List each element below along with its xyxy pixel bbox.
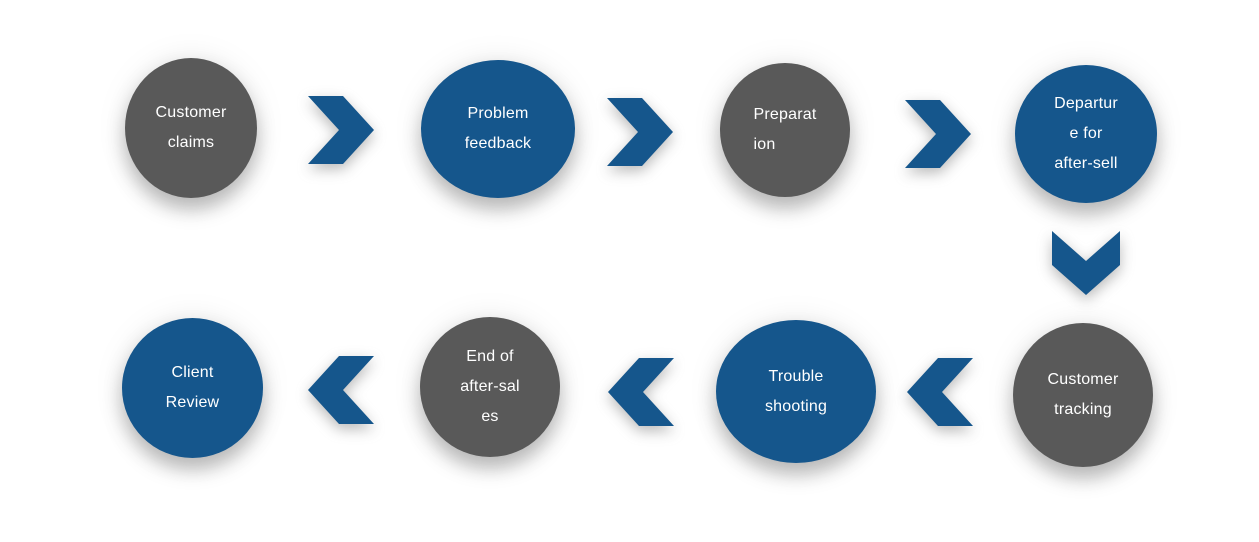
chevron-left-icon [907,358,973,426]
chevron-right-icon [308,96,374,164]
node-label-line: es [481,408,499,425]
node-label-line: shooting [764,397,828,415]
node-label-line: Trouble [768,367,824,385]
node-label-line: e for [1069,125,1103,142]
node-label-line: ion [753,136,776,153]
node-label-line: Problem [467,105,529,122]
node-trouble-shooting: Trouble shooting [716,320,876,463]
node-label: Client Review [166,358,220,418]
node-label-line: feedback [464,135,532,152]
node-label: Preparat ion [754,100,817,160]
node-end-of-after-sales: End of after-sal es [420,317,560,457]
chevron-left-icon [608,358,674,426]
node-label-line: Customer [155,104,227,121]
node-problem-feedback: Problem feedback [421,60,575,198]
node-label: Problem feedback [465,99,532,159]
node-departure-for-after-sell: Departur e for after-sell [1015,65,1157,203]
node-label-line: Preparat [753,106,817,123]
node-label: Departur e for after-sell [1054,89,1118,179]
node-label: Customer tracking [1048,365,1119,425]
node-customer-claims: Customer claims [125,58,257,198]
node-label: End of after-sal es [460,342,520,432]
node-label-line: after-sell [1054,155,1118,172]
chevron-down-icon [1052,231,1120,295]
node-label: Trouble shooting [765,362,827,422]
node-label-line: Customer [1047,371,1119,388]
node-label-line: after-sal [460,378,520,395]
node-client-review: Client Review [122,318,263,458]
node-label-line: claims [167,134,215,151]
node-customer-tracking: Customer tracking [1013,323,1153,467]
chevron-right-icon [905,100,971,168]
node-preparation: Preparat ion [720,63,850,197]
node-label-line: Review [165,394,220,411]
node-label: Customer claims [156,98,227,158]
node-label-line: Departur [1054,95,1118,112]
node-label-line: Client [171,364,214,381]
chevron-left-icon [308,356,374,424]
node-label-line: End of [466,348,514,365]
chevron-right-icon [607,98,673,166]
node-label-line: tracking [1054,401,1112,418]
